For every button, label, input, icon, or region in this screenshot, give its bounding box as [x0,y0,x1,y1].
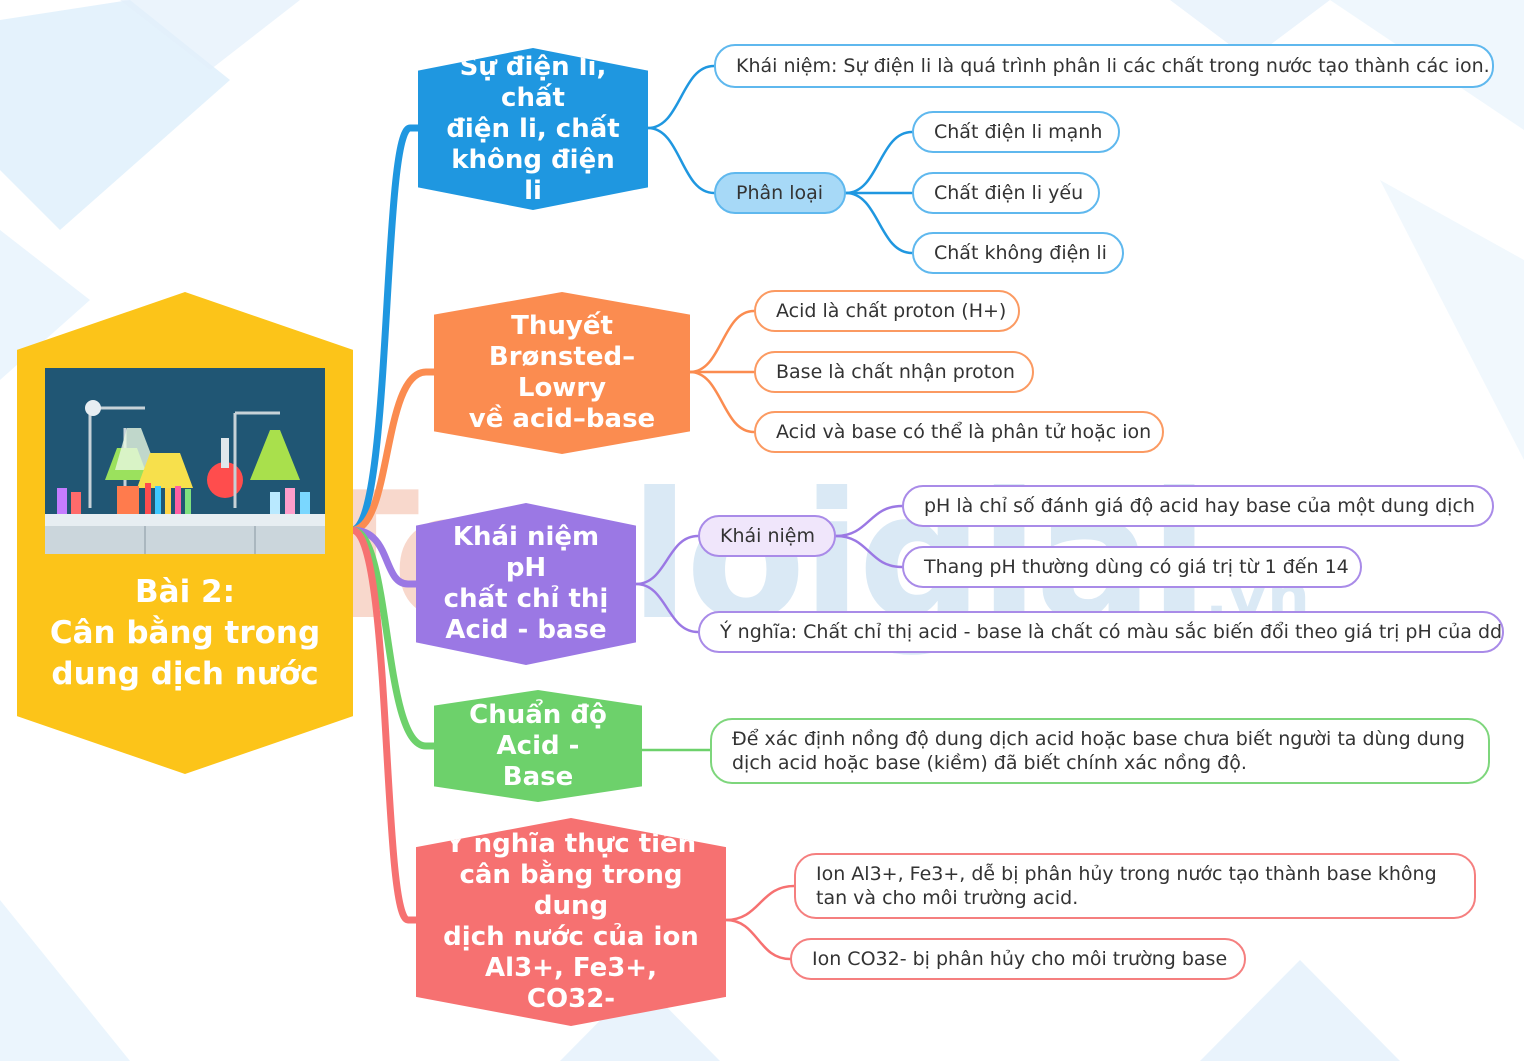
strong-electrolyte: Chất điện li mạnh [912,111,1120,153]
sub-connector [844,130,914,195]
sub-connector [844,191,914,255]
branch-ph-indicators[interactable]: Khái niệm pH chất chỉ thị Acid - base [416,503,636,665]
main-branch-connector [348,124,422,534]
weak-electrolyte: Chất điện li yếu [912,172,1100,214]
laboratory-illustration [45,368,325,554]
sub-connector [634,582,700,634]
ph-definition: pH là chỉ số đánh giá độ acid hay base c… [902,485,1494,527]
sub-connector [634,534,700,586]
branch-practical-meaning[interactable]: Ý nghĩa thực tiễn cân bằng trong dung dị… [416,818,726,1026]
indicator-meaning: Ý nghĩa: Chất chỉ thị acid - base là chấ… [698,611,1504,653]
carbonate-hydrolysis: Ion CO32- bị phân hủy cho môi trường bas… [790,938,1246,980]
sub-connector [646,64,716,130]
main-branch-connector [348,526,420,588]
central-title-line1: Bài 2: [135,574,235,610]
branch-electrolysis[interactable]: Sự điện li, chất điện li, chất không điệ… [418,48,648,210]
main-branch-connector [348,368,438,534]
acid-base-species: Acid và base có thể là phân tử hoặc ion [754,411,1164,453]
electrolysis-definition: Khái niệm: Sự điện li là quá trình phân … [714,44,1494,88]
sub-connector [724,884,796,922]
branch-titration[interactable]: Chuẩn độ Acid - Base [434,690,642,802]
sub-connector [646,126,716,195]
central-title-line3: dung dịch nước [51,656,319,692]
main-branch-connector [348,526,420,924]
sub-connector [688,370,756,434]
sub-connector [834,534,904,569]
al-fe-ion-hydrolysis: Ion Al3+, Fe3+, dễ bị phân hủy trong nướ… [794,853,1476,919]
classification-node: Phân loại [714,172,846,214]
sub-connector [724,918,792,961]
central-title-line2: Cân bằng trong [49,615,321,651]
titration-description: Để xác định nồng độ dung dịch acid hoặc … [710,718,1490,784]
branch-bronsted-lowry[interactable]: Thuyết Brønsted–Lowry về acid–base [434,292,690,454]
base-definition: Base là chất nhận proton [754,351,1034,393]
sub-connector [834,504,904,538]
acid-definition: Acid là chất proton (H+) [754,290,1020,332]
central-topic: Bài 2: Cân bằng trong dung dịch nước [17,292,353,774]
ph-scale: Thang pH thường dùng có giá trị từ 1 đến… [902,546,1362,588]
sub-connector [688,309,756,374]
non-electrolyte: Chất không điện li [912,232,1124,274]
ph-concept-node: Khái niệm [698,515,836,557]
